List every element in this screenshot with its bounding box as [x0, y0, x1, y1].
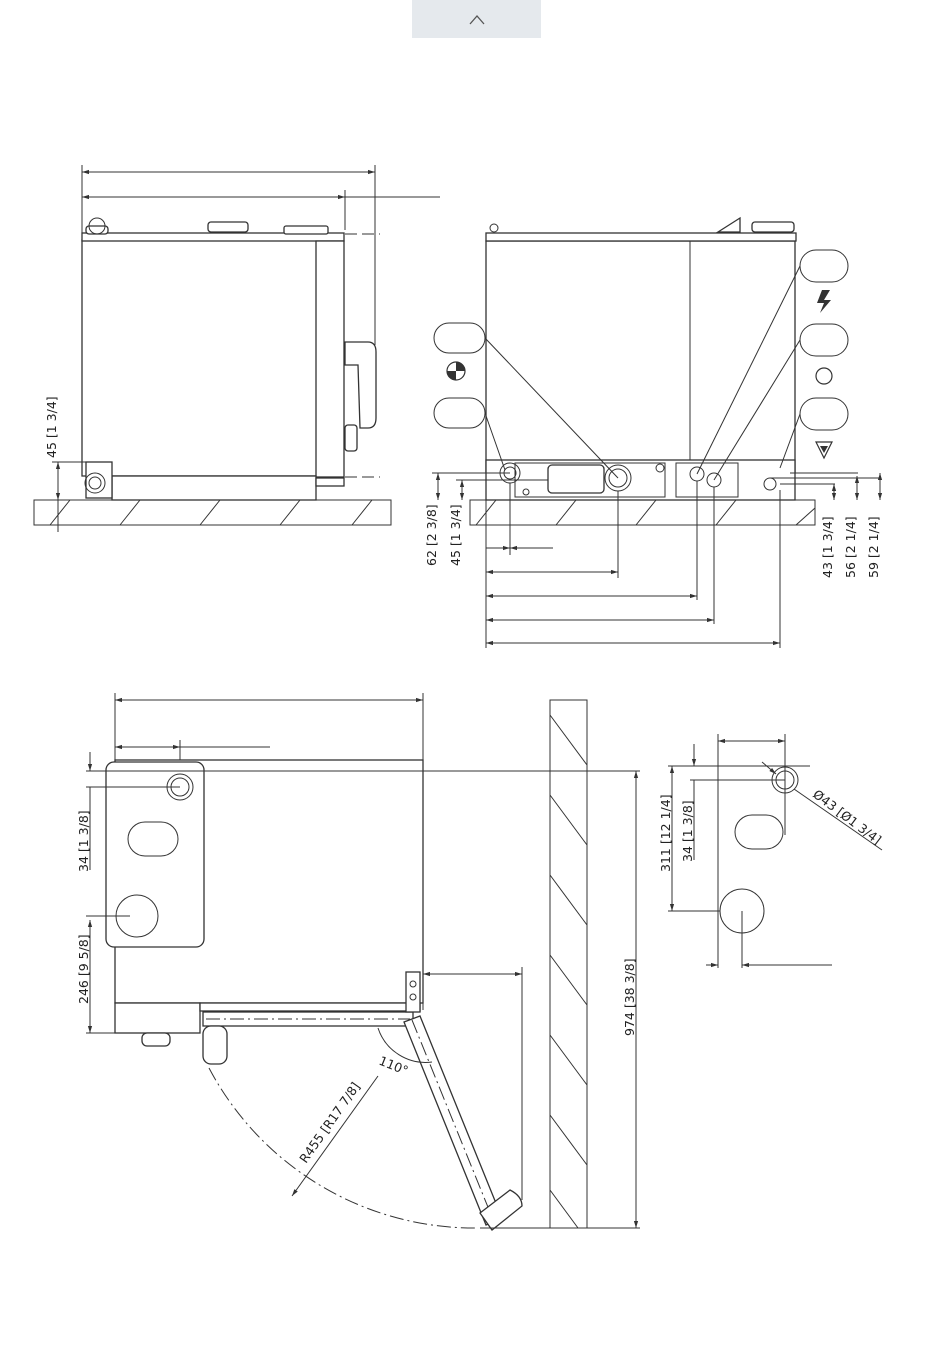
plan-246-dim: 246 [9 5/8]	[76, 934, 91, 1004]
side-right-43-dim: 43 [1 3/4]	[820, 516, 835, 578]
side-right-56-dim: 56 [2 1/4]	[843, 516, 858, 578]
side-view: 62 [2 3/8] 45 [1 3/4] 43 [1 3/4] 56 [2 1…	[424, 218, 881, 648]
side-left-62-dim: 62 [2 3/8]	[424, 504, 439, 566]
center-of-gravity-icon	[447, 362, 465, 380]
detail-34-dim: 34 [1 3/8]	[680, 800, 695, 862]
plan-974-dim: 974 [38 3/8]	[622, 958, 637, 1036]
side-left-45-dim: 45 [1 3/4]	[448, 504, 463, 566]
plan-34-dim: 34 [1 3/8]	[76, 810, 91, 872]
side-right-59-dim: 59 [2 1/4]	[866, 516, 881, 578]
detail-311-dim: 311 [12 1/4]	[658, 794, 673, 872]
detail-view: 311 [12 1/4] 34 [1 3/8] Ø43 [Ø1 3/4]	[658, 734, 884, 968]
door-angle-dim: 110°	[377, 1053, 411, 1078]
electric-bolt-icon	[817, 290, 831, 313]
circle-marker-icon	[816, 368, 832, 384]
detail-diameter-dim: Ø43 [Ø1 3/4]	[810, 786, 884, 847]
front-view: 45 [1 3/4]	[34, 165, 440, 532]
plan-view: 34 [1 3/8] 246 [9 5/8] 110° R455 [R17 7/…	[76, 693, 640, 1230]
door-radius-dim: R455 [R17 7/8]	[296, 1079, 363, 1165]
front-left-height-dim: 45 [1 3/4]	[44, 396, 59, 458]
drain-triangle-icon	[816, 442, 832, 458]
